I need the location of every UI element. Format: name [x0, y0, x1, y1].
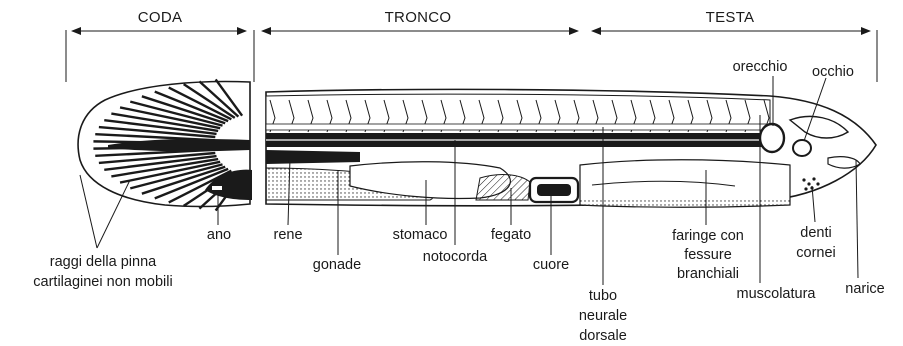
label-occhio: occhio — [812, 64, 854, 80]
label-tubo-2: neurale — [579, 308, 627, 324]
label-cuore: cuore — [533, 257, 569, 273]
ear-shape — [760, 124, 784, 152]
section-coda: CODA — [138, 9, 183, 26]
label-denti: denti — [800, 225, 831, 241]
label-tubo: tubo — [589, 288, 617, 304]
label-faringe-3: branchiali — [677, 266, 739, 282]
section-tronco: TRONCO — [385, 9, 452, 26]
eye-shape — [793, 140, 811, 156]
label-ano: ano — [207, 227, 231, 243]
label-tubo-3: dorsale — [579, 328, 627, 344]
section-testa: TESTA — [706, 9, 755, 26]
label-faringe-2: fessure — [684, 247, 732, 263]
label-gonade: gonade — [313, 257, 361, 273]
tail-illustration — [78, 79, 252, 210]
label-rene: rene — [273, 227, 302, 243]
body-illustration — [266, 89, 876, 207]
label-raggi: raggi della pinna — [50, 254, 157, 270]
label-muscolatura: muscolatura — [737, 286, 817, 302]
label-narice: narice — [845, 281, 885, 297]
label-orecchio: orecchio — [733, 59, 788, 75]
label-notocorda: notocorda — [423, 249, 488, 265]
label-stomaco: stomaco — [393, 227, 448, 243]
label-faringe: faringe con — [672, 228, 744, 244]
label-fegato: fegato — [491, 227, 531, 243]
label-raggi-2: cartilaginei non mobili — [33, 274, 172, 290]
label-denti-2: cornei — [796, 245, 836, 261]
